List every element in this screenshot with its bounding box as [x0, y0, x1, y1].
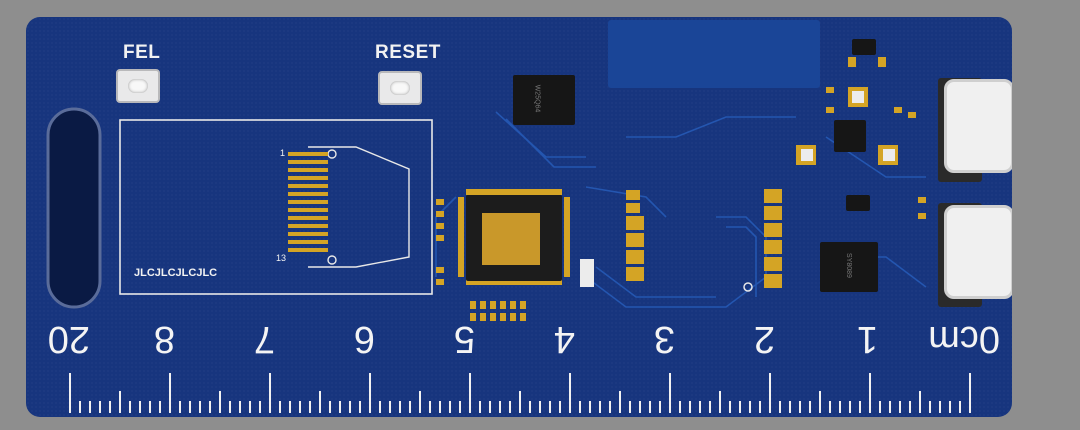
regulator-chip-label: SY8089	[844, 253, 852, 278]
pcb-traces	[46, 37, 971, 413]
sd-card-outline	[119, 119, 433, 295]
soc-thermal-pad	[482, 213, 540, 265]
pin-13-label: 13	[276, 253, 287, 263]
reset-label: RESET	[375, 42, 441, 63]
fel-button[interactable]	[116, 69, 160, 103]
ruler-label: 6	[353, 318, 375, 360]
usb-c-port-bottom[interactable]	[944, 205, 1012, 299]
flash-chip-label: W25Q64	[533, 84, 541, 113]
oblong-slot-icon	[46, 107, 102, 309]
wifi-module-area	[608, 20, 820, 88]
flash-chip: W25Q64	[513, 75, 575, 125]
ruler-ticks	[69, 373, 971, 413]
ruler-label: 7	[253, 318, 275, 360]
fel-label: FEL	[123, 42, 161, 63]
ruler-label: 5	[453, 318, 475, 360]
ruler-label: 1	[856, 318, 878, 360]
ruler-label: 3	[653, 318, 675, 360]
ruler-label: 20	[47, 318, 90, 360]
small-transistor	[846, 195, 870, 211]
small-transistor-top	[852, 39, 876, 55]
ruler-label: 8	[153, 318, 175, 360]
pcb-board: FEL RESET JLCJLCJLCJLC 1 13 W25Q64 SY808…	[26, 17, 1012, 417]
pin-1-label: 1	[280, 148, 286, 158]
silkscreen-text: JLCJLCJLCJLC	[134, 267, 218, 279]
usb-c-port-top[interactable]	[944, 79, 1012, 173]
ruler-label: 0cm	[928, 318, 1000, 360]
ruler-label: 4	[553, 318, 575, 360]
usb-hub-chip	[834, 120, 866, 152]
reset-button[interactable]	[378, 71, 422, 105]
ruler-label: 2	[753, 318, 775, 360]
regulator-chip: SY8089	[820, 242, 878, 292]
main-soc	[466, 195, 562, 281]
